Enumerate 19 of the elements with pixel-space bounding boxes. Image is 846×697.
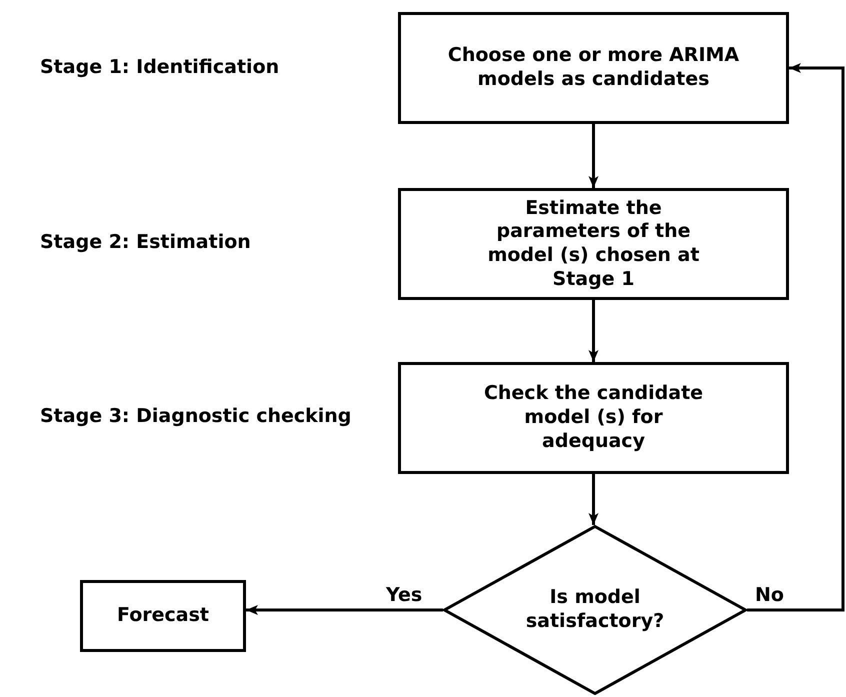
process-box — [398, 12, 789, 124]
arrow — [747, 63, 844, 612]
process-box — [398, 188, 789, 300]
node-text: Is model satisfactory? — [524, 586, 666, 634]
process-box — [398, 362, 789, 474]
edge-label: No — [755, 584, 784, 606]
process-box — [80, 580, 246, 652]
node-text: Estimate the parameters of the model (s) chosen at Stage 1 — [486, 196, 700, 292]
node-text: Forecast — [117, 604, 209, 628]
stage-label: Stage 3: Diagnostic checking — [40, 405, 352, 427]
stage-label: Stage 1: Identification — [40, 56, 280, 78]
arrow — [588, 474, 598, 525]
edge-label: Yes — [386, 584, 422, 606]
node-text: Check the candidate model (s) for adequacy — [482, 382, 704, 454]
node-text: Choose one or more ARIMA models as candidates — [446, 44, 740, 92]
arrow — [246, 605, 443, 615]
arrow — [588, 300, 598, 362]
stage-label: Stage 2: Estimation — [40, 231, 251, 253]
arrow — [588, 124, 598, 188]
